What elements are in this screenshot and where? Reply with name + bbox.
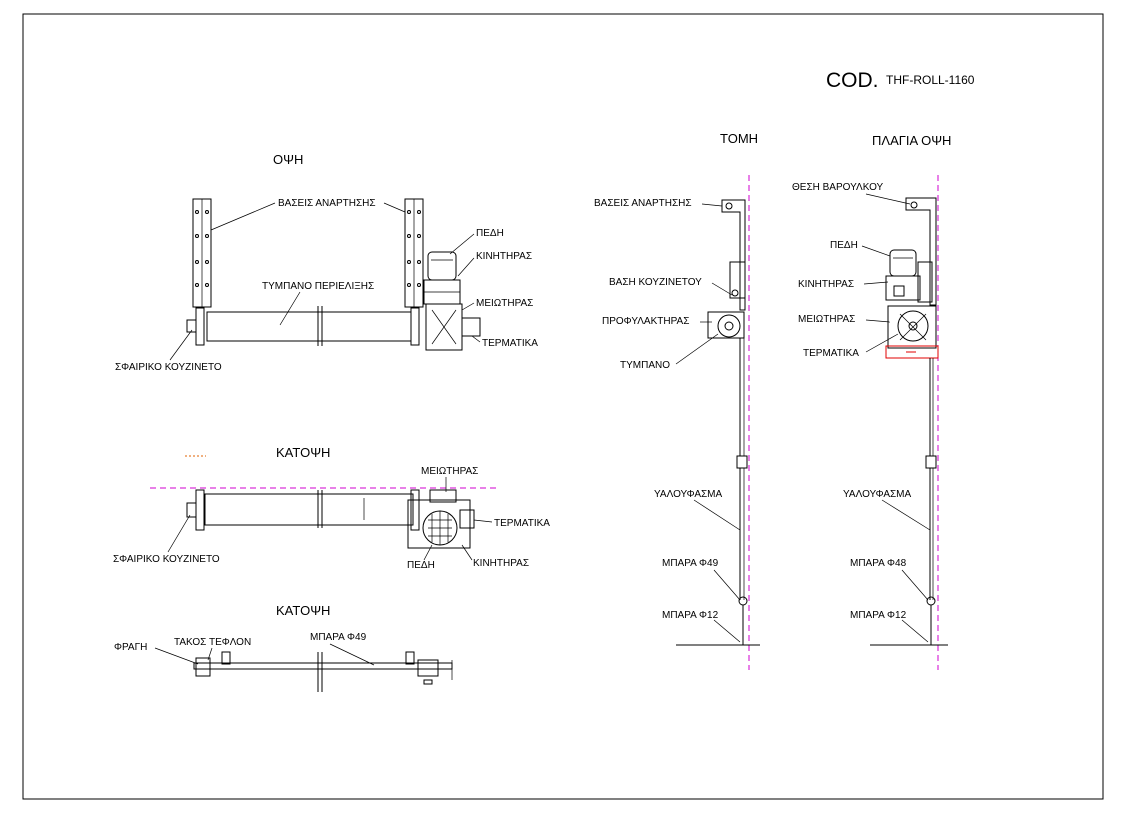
front-view-title: ΟΨΗ — [273, 152, 303, 167]
side-view: ΠΛΑΓΙΑ ΟΨΗ ΘΕΣΗ ΒΑΡΟΥΛΚΟΥ ΠΕΔΗ ΚΙΝΗΤΗΡΑΣ — [792, 133, 951, 670]
plan2-label-bar49: ΜΠΑΡΑ Φ49 — [310, 632, 367, 643]
front-label-drum: ΤΥΜΠΑΝΟ ΠΕΡΙΕΛΙΞΗΣ — [262, 281, 374, 292]
section-label-guard: ΠΡΟΦΥΛΑΚΤΗΡΑΣ — [602, 316, 689, 327]
section-label-bar12: ΜΠΑΡΑ Φ12 — [662, 610, 719, 621]
side-label-terminals: ΤΕΡΜΑΤΙΚΑ — [803, 348, 859, 359]
plan1-label-terminals: ΤΕΡΜΑΤΙΚΑ — [494, 518, 550, 529]
plan-view-1: ΚΑΤΟΨΗ ΜΕΙΩΤΗΡΑΣ ΤΕΡΜΑΤΙΚΑ ΣΦΑΙΡΙΚΟ ΚΟΥΖ… — [113, 445, 550, 571]
side-label-winch: ΘΕΣΗ ΒΑΡΟΥΛΚΟΥ — [792, 182, 884, 193]
plan1-label-bearing: ΣΦΑΙΡΙΚΟ ΚΟΥΖΙΝΕΤΟ — [113, 554, 220, 565]
side-label-brake: ΠΕΔΗ — [830, 240, 858, 251]
drawing-frame — [22, 13, 1104, 800]
drawing-code-value: THF-ROLL-1160 — [886, 73, 975, 87]
drawing-code-prefix: COD. — [826, 69, 879, 92]
section-label-bearing-base: ΒΑΣΗ ΚΟΥΖΙΝΕΤΟΥ — [609, 277, 702, 288]
front-label-terminals: ΤΕΡΜΑΤΙΚΑ — [482, 338, 538, 349]
section-label-fabric: ΥΑΛΟΥΦΑΣΜΑ — [654, 489, 723, 500]
front-label-brake: ΠΕΔΗ — [476, 228, 504, 239]
front-label-brackets: ΒΑΣΕΙΣ ΑΝΑΡΤΗΣΗΣ — [278, 198, 376, 209]
front-label-gearbox: ΜΕΙΩΤΗΡΑΣ — [476, 298, 533, 309]
section-label-brackets: ΒΑΣΕΙΣ ΑΝΑΡΤΗΣΗΣ — [594, 198, 692, 209]
plan2-label-teflon: ΤΑΚΟΣ ΤΕΦΛΟΝ — [174, 637, 251, 648]
side-title: ΠΛΑΓΙΑ ΟΨΗ — [872, 133, 951, 148]
section-label-bar49: ΜΠΑΡΑ Φ49 — [662, 558, 719, 569]
section-view: ΤΟΜΗ ΒΑΣΕΙΣ ΑΝΑΡΤΗΣΗΣ ΒΑΣΗ ΚΟΥΖΙΝΕΤΟΥ ΠΡ… — [594, 131, 760, 670]
plan1-label-motor: ΚΙΝΗΤΗΡΑΣ — [473, 558, 529, 569]
section-label-drum: ΤΥΜΠΑΝΟ — [620, 360, 670, 371]
plan-view-2: ΚΑΤΟΨΗ ΦΡΑΓΗ ΤΑΚΟΣ ΤΕΦΛΟΝ ΜΠΑΡΑ Φ49 — [114, 603, 453, 692]
plan2-title: ΚΑΤΟΨΗ — [276, 603, 330, 618]
plan2-label-fence: ΦΡΑΓΗ — [114, 642, 147, 653]
front-view: ΟΨΗ ΒΑΣΕΙΣ ΑΝΑΡΤΗΣΗΣ — [115, 152, 538, 373]
side-label-fabric: ΥΑΛΟΥΦΑΣΜΑ — [843, 489, 912, 500]
section-title: ΤΟΜΗ — [720, 131, 758, 146]
side-label-bar12: ΜΠΑΡΑ Φ12 — [850, 610, 907, 621]
plan1-label-brake: ΠΕΔΗ — [407, 560, 435, 571]
side-label-bar48: ΜΠΑΡΑ Φ48 — [850, 558, 907, 569]
front-label-motor: ΚΙΝΗΤΗΡΑΣ — [476, 251, 532, 262]
front-label-bearing: ΣΦΑΙΡΙΚΟ ΚΟΥΖΙΝΕΤΟ — [115, 362, 222, 373]
side-label-motor: ΚΙΝΗΤΗΡΑΣ — [798, 279, 854, 290]
plan1-title: ΚΑΤΟΨΗ — [276, 445, 330, 460]
plan1-label-gearbox: ΜΕΙΩΤΗΡΑΣ — [421, 466, 478, 477]
side-label-gearbox: ΜΕΙΩΤΗΡΑΣ — [798, 314, 855, 325]
